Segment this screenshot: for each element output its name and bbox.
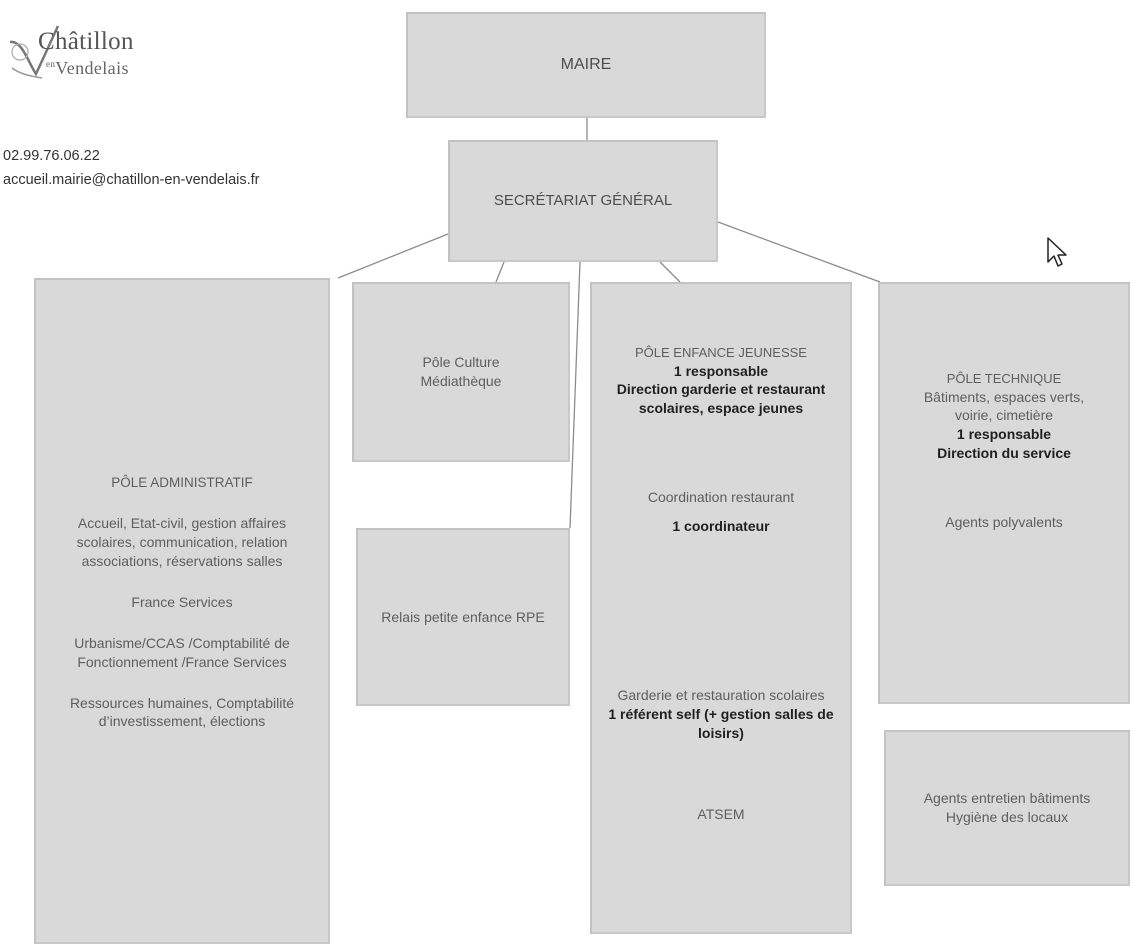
pole-admin-france-services: France Services	[131, 593, 233, 610]
pole-culture-title: Pôle Culture	[422, 354, 500, 371]
box-pole-culture: Pôle Culture Médiathèque	[352, 282, 570, 462]
box-pole-enfance-jeunesse: PÔLE ENFANCE JEUNESSE 1 responsable Dire…	[590, 282, 852, 934]
pole-technique-subtitle: Bâtiments, espaces verts, voirie, cimeti…	[923, 388, 1085, 424]
box-maire: MAIRE	[406, 12, 766, 118]
pole-enfance-direction: Direction garderie et restaurant scolair…	[616, 381, 826, 417]
contact-phone: 02.99.76.06.22	[3, 148, 100, 164]
pole-enfance-atsem: ATSEM	[697, 805, 745, 822]
box-secretariat: SECRÉTARIAT GÉNÉRAL	[448, 140, 718, 262]
pole-technique-responsable: 1 responsable	[956, 426, 1052, 443]
pole-culture-subtitle: Médiathèque	[420, 373, 502, 389]
pole-enfance-referent: 1 référent self (+ gestion salles de loi…	[608, 705, 834, 741]
connector-secretariat-relais	[569, 261, 581, 529]
pole-enfance-title: PÔLE ENFANCE JEUNESSE	[635, 345, 807, 360]
box-relais-petite-enfance: Relais petite enfance RPE	[356, 528, 570, 706]
pole-admin-urbanisme: Urbanisme/CCAS /Comptabilité de Fonction…	[74, 634, 290, 670]
connector-secretariat-culture	[495, 261, 505, 283]
pole-enfance-garderie: Garderie et restauration scolaires	[617, 687, 825, 703]
contact-email: accueil.mairie@chatillon-en-vendelais.fr	[3, 172, 260, 188]
mouse-pointer-icon	[1047, 237, 1067, 267]
relais-title: Relais petite enfance RPE	[381, 608, 545, 625]
box-agents-entretien: Agents entretien bâtiments Hygiène des l…	[884, 730, 1130, 886]
pole-technique-title: PÔLE TECHNIQUE	[946, 371, 1062, 386]
pole-admin-accueil: Accueil, Etat-civil, gestion affaires sc…	[76, 515, 288, 569]
pole-enfance-coordinateur: 1 coordinateur	[672, 518, 770, 535]
logo-subtitle-prefix: en	[46, 59, 56, 69]
pole-admin-title: PÔLE ADMINISTRATIF	[111, 475, 253, 490]
pole-admin-rh: Ressources humaines, Comptabilité d’inve…	[69, 694, 295, 730]
connector-secretariat-admin	[337, 233, 449, 279]
logo-subtitle: enVendelais	[46, 58, 129, 79]
logo-title: Châtillon	[38, 28, 134, 55]
connector-secretariat-technique	[717, 221, 881, 283]
box-pole-administratif: PÔLE ADMINISTRATIF Accueil, Etat-civil, …	[34, 278, 330, 944]
maire-title: MAIRE	[560, 56, 612, 74]
logo-subtitle-name: Vendelais	[55, 58, 129, 78]
logo-emblem-icon	[9, 25, 60, 79]
secretariat-title: SECRÉTARIAT GÉNÉRAL	[493, 191, 673, 209]
pole-enfance-coordination: Coordination restaurant	[647, 489, 795, 506]
entretien-line1: Agents entretien bâtiments	[923, 790, 1091, 807]
pole-technique-direction: Direction du service	[937, 445, 1071, 462]
entretien-line2: Hygiène des locaux	[945, 809, 1069, 825]
pole-enfance-responsable: 1 responsable	[673, 362, 769, 379]
pole-technique-agents: Agents polyvalents	[945, 514, 1063, 531]
box-pole-technique: PÔLE TECHNIQUE Bâtiments, espaces verts,…	[878, 282, 1130, 704]
connector-secretariat-enfance	[659, 261, 681, 283]
chatillon-logo: Châtillon enVendelais	[2, 22, 182, 102]
